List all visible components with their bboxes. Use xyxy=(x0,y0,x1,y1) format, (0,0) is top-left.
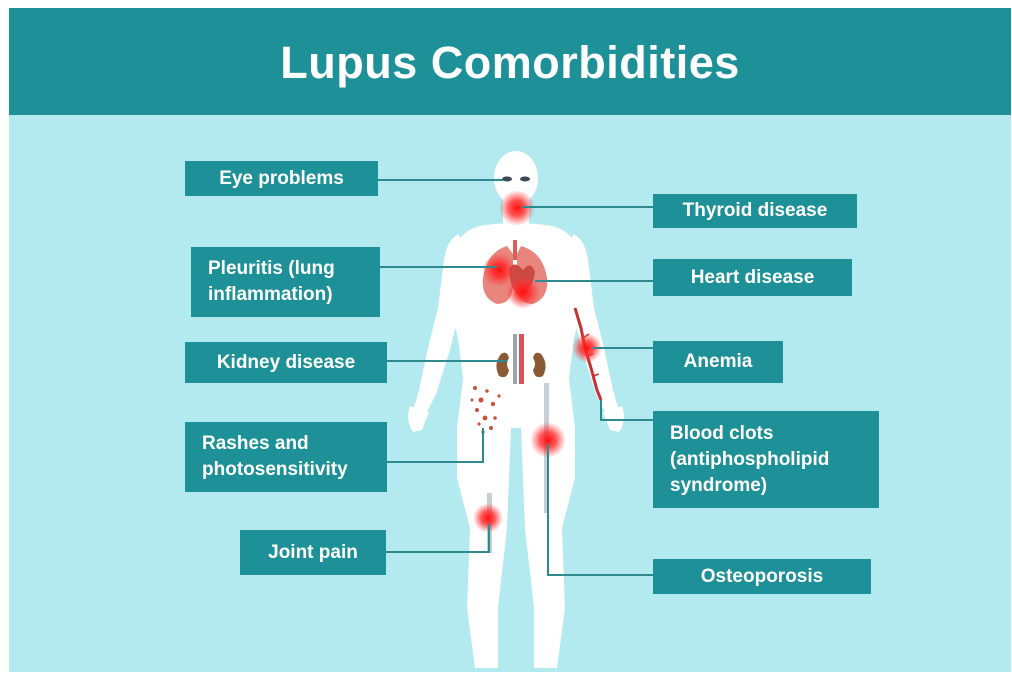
label-joint-pain: Joint pain xyxy=(240,530,386,575)
label-text: Osteoporosis xyxy=(701,564,823,590)
label-text: Pleuritis (lung inflammation) xyxy=(208,256,335,308)
label-thyroid-disease: Thyroid disease xyxy=(653,194,857,228)
label-text: Kidney disease xyxy=(217,350,355,376)
label-kidney-disease: Kidney disease xyxy=(185,342,387,383)
label-text: Rashes and photosensitivity xyxy=(202,431,348,483)
label-pleuritis: Pleuritis (lung inflammation) xyxy=(191,247,380,317)
label-heart-disease: Heart disease xyxy=(653,259,852,296)
label-blood-clots: Blood clots (antiphospholipid syndrome) xyxy=(653,411,879,508)
infographic-panel: Lupus Comorbidities xyxy=(9,8,1011,672)
human-silhouette xyxy=(408,151,624,668)
label-osteoporosis: Osteoporosis xyxy=(653,559,871,594)
label-text: Thyroid disease xyxy=(683,198,828,224)
label-text: Blood clots (antiphospholipid syndrome) xyxy=(670,421,829,499)
label-rashes-photosensitivity: Rashes and photosensitivity xyxy=(185,422,387,492)
label-text: Joint pain xyxy=(268,540,358,566)
label-text: Heart disease xyxy=(691,265,815,291)
label-text: Anemia xyxy=(684,349,753,375)
label-text: Eye problems xyxy=(219,166,344,192)
label-anemia: Anemia xyxy=(653,341,783,383)
label-eye-problems: Eye problems xyxy=(185,161,378,196)
